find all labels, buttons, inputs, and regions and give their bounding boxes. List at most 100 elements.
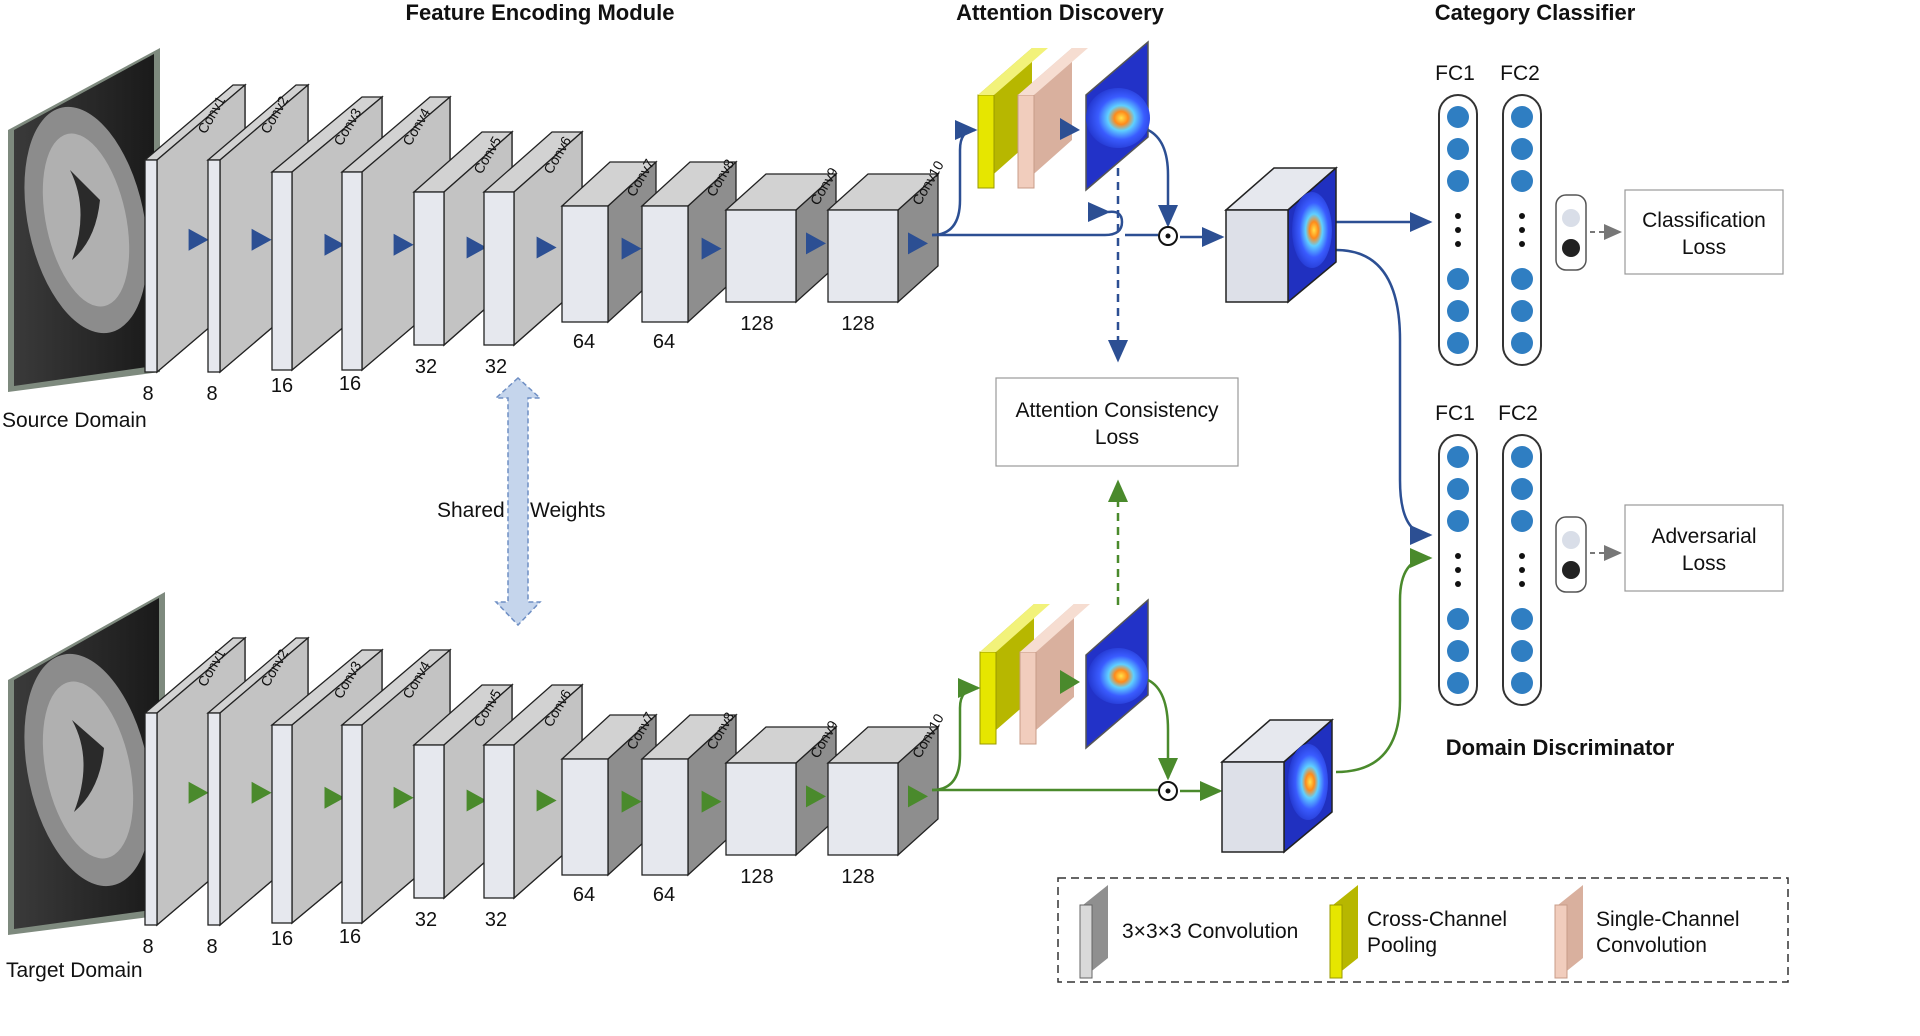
legend-single-channel-label-1: Single-Channel <box>1596 908 1740 931</box>
source-flow-lines <box>931 120 1433 545</box>
classifier-fc2-column-ellipsis-dot <box>1519 213 1525 219</box>
discriminator-fc2-column-ellipsis-dot <box>1519 553 1525 559</box>
target-channels-8: 64 <box>653 884 675 906</box>
discriminator-fc1-column-node <box>1447 478 1469 500</box>
classifier-fc2-column-ellipsis-dot <box>1519 227 1525 233</box>
source-channels-5: 32 <box>415 356 437 378</box>
legend-single-channel-swatch <box>1554 885 1583 979</box>
source-flow-triangle-7 <box>621 237 642 260</box>
discriminator-fc1-column-node <box>1447 446 1469 468</box>
discriminator-fc1-column-node <box>1447 608 1469 630</box>
classifier-fc2-column-node <box>1511 170 1533 192</box>
source-channels-9: 128 <box>740 313 773 335</box>
classifier-fc1-column-ellipsis-dot <box>1455 213 1461 219</box>
source-attention-block <box>977 40 1150 192</box>
discriminator-fc1-column <box>1438 434 1478 706</box>
discriminator-fc1-column-ellipsis-dot <box>1455 553 1461 559</box>
heading-attention-discovery: Attention Discovery <box>956 0 1165 25</box>
source-flow-triangle-2 <box>251 228 272 251</box>
legend-pooling-label-2: Pooling <box>1367 934 1437 957</box>
target-encoder: Conv18Conv28Conv316Conv416Conv532Conv632… <box>142 636 947 958</box>
target-flow-triangle-1 <box>188 781 209 804</box>
adversarial-loss-box <box>1624 504 1784 592</box>
legend-pooling-swatch <box>1329 885 1358 979</box>
classifier-fc1-column-node <box>1447 268 1469 290</box>
source-encoder: Conv18Conv28Conv316Conv416Conv532Conv632… <box>142 83 947 405</box>
classifier-fc1-column <box>1438 94 1478 366</box>
classifier-fc2-column-node <box>1511 138 1533 160</box>
target-domain-label: Target Domain <box>6 959 143 982</box>
target-flow-triangle-3 <box>324 786 345 809</box>
target-brain-image <box>8 592 165 935</box>
discriminator-fc2-column-node <box>1511 510 1533 532</box>
source-flow-triangle-5 <box>466 236 487 259</box>
source-domain-label: Source Domain <box>2 409 147 432</box>
target-flow-triangle-9 <box>806 785 826 808</box>
source-flow-triangle-9 <box>806 232 826 255</box>
target-flow-triangle-10 <box>908 785 928 808</box>
attention-consistency-loss-box <box>995 377 1239 467</box>
classifier-fc2-column-node <box>1511 300 1533 322</box>
source-flow-triangle-4 <box>393 233 414 256</box>
source-channels-8: 64 <box>653 331 675 353</box>
classifier-fc1-column-node <box>1447 106 1469 128</box>
source-channels-1: 8 <box>142 383 153 405</box>
weights-label: Weights <box>530 499 605 522</box>
classification-output-icon <box>1555 194 1587 271</box>
source-feature-cube <box>1224 166 1338 304</box>
target-channels-6: 32 <box>485 909 507 931</box>
source-flow-triangle-6 <box>536 236 557 259</box>
target-flow-triangle-4 <box>393 786 414 809</box>
target-attention-block <box>979 598 1149 750</box>
classification-label: Classification <box>1642 209 1766 232</box>
target-channels-9: 128 <box>740 866 773 888</box>
source-flow-triangle-3 <box>324 233 345 256</box>
source-channels-2: 8 <box>206 383 217 405</box>
legend: 3×3×3 Convolution Cross-Channel Pooling … <box>1057 877 1789 983</box>
classifier-fc1-label: FC1 <box>1435 62 1475 85</box>
target-flow-triangle-7 <box>621 790 642 813</box>
source-attn-triangle <box>1060 118 1080 140</box>
target-flow-triangle-6 <box>536 789 557 812</box>
classifier-fc1-column-node <box>1447 138 1469 160</box>
discriminator-fc2-column-ellipsis-dot <box>1519 567 1525 573</box>
target-flow-triangle-8 <box>701 790 722 813</box>
classifier-fc1-column-ellipsis-dot <box>1455 241 1461 247</box>
target-flow-lines <box>931 548 1433 801</box>
classifier-fc2-column-node <box>1511 332 1533 354</box>
discriminator-fc1-label: FC1 <box>1435 402 1475 425</box>
source-brain-image <box>8 48 160 392</box>
discriminator-fc2-column-node <box>1511 672 1533 694</box>
classifier-fc2-label: FC2 <box>1500 62 1540 85</box>
discriminator-fc1-column-ellipsis-dot <box>1455 581 1461 587</box>
discriminator-fc2-column-node <box>1511 446 1533 468</box>
discriminator-fc2-column-node <box>1511 478 1533 500</box>
discriminator-fc1-column-node <box>1447 672 1469 694</box>
adversarial-output-icon <box>1555 516 1587 593</box>
classifier-fc1-column-node <box>1447 170 1469 192</box>
source-flow-triangle-8 <box>701 237 722 260</box>
discriminator-fc2-column-node <box>1511 608 1533 630</box>
attention-consistency-label: Attention Consistency <box>1015 399 1219 422</box>
target-channels-4: 16 <box>339 926 361 948</box>
heading-feature-encoding: Feature Encoding Module <box>406 0 675 25</box>
adversarial-loss-label: Loss <box>1682 552 1726 575</box>
heading-category-classifier: Category Classifier <box>1435 0 1636 25</box>
classifier-fc1-column-node <box>1447 300 1469 322</box>
classification-loss-label: Loss <box>1682 236 1726 259</box>
target-channels-1: 8 <box>142 936 153 958</box>
legend-conv-label: 3×3×3 Convolution <box>1122 920 1298 943</box>
attention-consistency-loss-label: Loss <box>1095 426 1139 449</box>
legend-single-channel-label-2: Convolution <box>1596 934 1707 957</box>
shared-label: Shared <box>437 499 505 522</box>
classification-loss-box <box>1624 189 1784 275</box>
source-channels-6: 32 <box>485 356 507 378</box>
